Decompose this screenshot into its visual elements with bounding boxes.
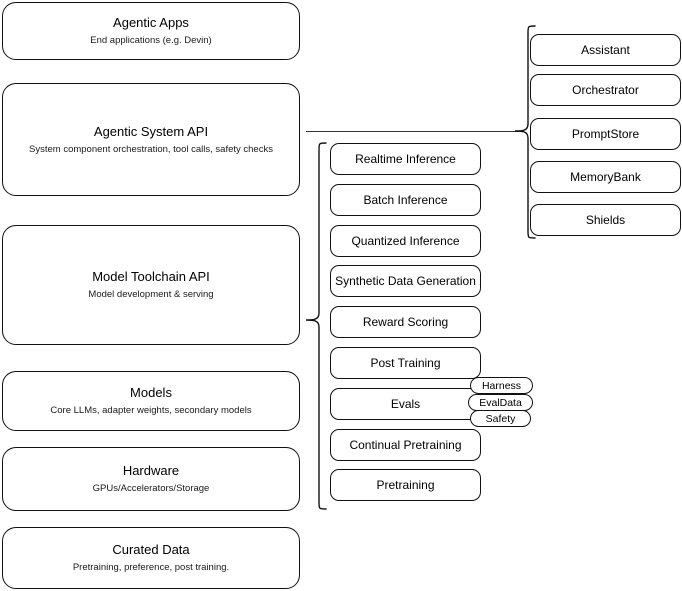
layer-box-agentic-system-api[interactable]: Agentic System API System component orch…: [2, 83, 300, 196]
layer-title: Curated Data: [112, 542, 190, 557]
capability-label: Realtime Inference: [355, 151, 456, 166]
capability-box-continual-pretraining[interactable]: Continual Pretraining: [330, 429, 481, 461]
capability-label: Continual Pretraining: [349, 437, 462, 452]
component-box-promptstore[interactable]: PromptStore: [530, 118, 681, 150]
layer-subtitle: Core LLMs, adapter weights, secondary mo…: [50, 405, 252, 416]
layer-box-agentic-apps[interactable]: Agentic Apps End applications (e.g. Devi…: [2, 2, 300, 60]
layer-subtitle: Pretraining, preference, post training.: [72, 562, 230, 573]
capability-box-synthetic-data-generation[interactable]: Synthetic Data Generation: [330, 265, 481, 297]
capability-box-batch-inference[interactable]: Batch Inference: [330, 184, 481, 216]
layer-box-models[interactable]: Models Core LLMs, adapter weights, secon…: [2, 371, 300, 431]
evals-chip-label: EvalData: [479, 396, 522, 409]
layer-subtitle: End applications (e.g. Devin): [90, 35, 212, 46]
layer-box-model-toolchain-api[interactable]: Model Toolchain API Model development & …: [2, 225, 300, 345]
capability-box-evals[interactable]: Evals: [330, 388, 481, 420]
component-box-assistant[interactable]: Assistant: [530, 34, 681, 66]
bracket-agentic-components: [514, 24, 536, 242]
evals-chip-safety[interactable]: Safety: [470, 410, 531, 427]
bracket-model-toolchain: [303, 141, 328, 511]
capability-box-post-training[interactable]: Post Training: [330, 347, 481, 379]
component-box-shields[interactable]: Shields: [530, 204, 681, 236]
component-label: MemoryBank: [570, 169, 641, 184]
capability-label: Batch Inference: [363, 192, 448, 207]
component-label: PromptStore: [571, 126, 640, 141]
component-box-memorybank[interactable]: MemoryBank: [530, 161, 681, 193]
layer-box-curated-data[interactable]: Curated Data Pretraining, preference, po…: [2, 527, 300, 589]
component-label: Orchestrator: [572, 82, 639, 97]
capability-label: Synthetic Data Generation: [335, 273, 476, 288]
layer-title: Agentic Apps: [113, 15, 189, 30]
connector-line-agentic-system-api: [306, 131, 518, 132]
capability-label: Post Training: [370, 355, 441, 370]
component-box-orchestrator[interactable]: Orchestrator: [530, 74, 681, 106]
layer-title: Agentic System API: [93, 123, 209, 139]
capability-box-reward-scoring[interactable]: Reward Scoring: [330, 306, 481, 338]
layer-subtitle: System component orchestration, tool cal…: [29, 143, 273, 155]
capability-box-quantized-inference[interactable]: Quantized Inference: [330, 225, 481, 257]
evals-chip-label: Safety: [485, 412, 516, 425]
evals-chip-label: Harness: [481, 379, 522, 392]
capability-box-pretraining[interactable]: Pretraining: [330, 469, 481, 501]
component-label: Shields: [585, 212, 626, 227]
capability-label: Quantized Inference: [351, 233, 460, 248]
layer-title: Hardware: [122, 463, 180, 478]
evals-chip-evaldata[interactable]: EvalData: [468, 394, 533, 411]
evals-chip-harness[interactable]: Harness: [470, 377, 533, 394]
capability-label: Reward Scoring: [362, 314, 449, 329]
layer-box-hardware[interactable]: Hardware GPUs/Accelerators/Storage: [2, 447, 300, 511]
capability-label: Pretraining: [376, 477, 435, 492]
component-label: Assistant: [581, 42, 630, 57]
layer-subtitle: GPUs/Accelerators/Storage: [92, 483, 210, 494]
layer-subtitle: Model development & serving: [88, 289, 214, 300]
layer-title: Models: [130, 385, 172, 400]
capability-box-realtime-inference[interactable]: Realtime Inference: [330, 143, 481, 175]
layer-title: Model Toolchain API: [92, 269, 210, 284]
capability-label: Evals: [390, 396, 421, 411]
